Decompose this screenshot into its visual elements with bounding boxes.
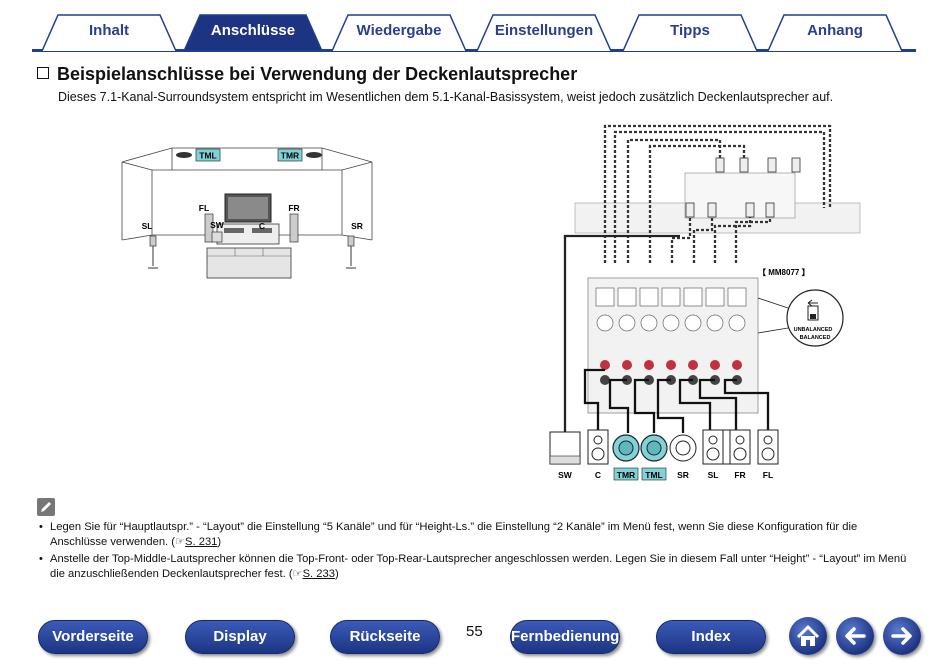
tab-anhang-label: Anhang — [807, 22, 863, 39]
amp-model-label: 【 MM8077 】 — [758, 267, 810, 277]
speaker-label-sl: SL — [708, 470, 719, 480]
room-label-fr: FR — [288, 203, 299, 213]
note-item: Anstelle der Top-Middle-Lautsprecher kön… — [37, 552, 907, 582]
tab-underline — [32, 49, 916, 52]
room-label-tml: TML — [199, 151, 216, 161]
tab-anschluesse-label: Anschlüsse — [210, 22, 296, 39]
fernbedienung-button[interactable]: Fernbedienung — [510, 620, 620, 654]
note-text: Legen Sie für “Hauptlautspr.” - “Layout”… — [50, 521, 858, 548]
note-ref-prefix: (☞ — [288, 568, 303, 580]
note-ref-prefix: (☞ — [171, 536, 186, 548]
tab-tipps[interactable]: Tipps — [615, 13, 765, 51]
tab-einstellungen-label: Einstellungen — [494, 22, 594, 39]
notes-list: Legen Sie für “Hauptlautspr.” - “Layout”… — [37, 520, 907, 584]
tab-inhalt-label: Inhalt — [89, 22, 129, 39]
speaker-label-tmr: TMR — [617, 470, 635, 480]
room-label-sw: SW — [210, 220, 225, 230]
display-button[interactable]: Display — [185, 620, 295, 654]
tab-wiedergabe-label: Wiedergabe — [356, 22, 442, 39]
pencil-note-icon — [37, 498, 55, 516]
section-title: Beispielanschlüsse bei Verwendung der De… — [37, 64, 577, 85]
tab-einstellungen[interactable]: Einstellungen — [469, 13, 619, 51]
tab-inhalt[interactable]: Inhalt — [34, 13, 184, 51]
vorderseite-button[interactable]: Vorderseite — [38, 620, 148, 654]
speaker-label-fl: FL — [763, 470, 773, 480]
tab-bar: Inhalt Anschlüsse Wiedergabe Einstellung… — [0, 0, 950, 56]
back-arrow-button[interactable] — [836, 617, 874, 655]
tab-wiedergabe[interactable]: Wiedergabe — [324, 13, 474, 51]
arrow-right-icon — [891, 627, 912, 645]
page-ref-link[interactable]: S. 231 — [185, 536, 218, 548]
speaker-label-sr: SR — [677, 470, 689, 480]
page-ref-link[interactable]: S. 233 — [302, 568, 335, 580]
home-icon — [796, 625, 820, 646]
checkbox-square-icon — [37, 67, 49, 79]
home-button[interactable] — [789, 617, 827, 655]
room-label-fl: FL — [199, 203, 209, 213]
wiring-diagram: 【 MM8077 】 UNBALANCED BALANCED — [549, 124, 861, 481]
room-layout-diagram: TML TMR FL FR SW C SL SR — [121, 147, 373, 279]
note-ref-suffix: ) — [334, 568, 339, 580]
rueckseite-button[interactable]: Rückseite — [330, 620, 440, 654]
note-item: Legen Sie für “Hauptlautspr.” - “Layout”… — [37, 520, 907, 550]
index-button[interactable]: Index — [656, 620, 766, 654]
section-intro: Dieses 7.1-Kanal-Surroundsystem entspric… — [58, 90, 834, 104]
speaker-label-sw: SW — [558, 470, 573, 480]
room-label-sl: SL — [142, 221, 153, 231]
tab-tipps-label: Tipps — [670, 22, 710, 39]
room-label-sr: SR — [351, 221, 363, 231]
note-ref-suffix: ) — [217, 536, 222, 548]
section-title-text: Beispielanschlüsse bei Verwendung der De… — [57, 64, 578, 84]
speaker-label-c: C — [595, 470, 601, 480]
room-label-c: C — [259, 221, 265, 231]
arrow-left-icon — [845, 627, 866, 645]
tab-anschluesse[interactable]: Anschlüsse — [178, 13, 328, 51]
room-label-tmr: TMR — [281, 151, 299, 161]
switch-unbalanced-label: UNBALANCED — [794, 327, 833, 333]
speaker-label-fr: FR — [734, 470, 745, 480]
forward-arrow-button[interactable] — [883, 617, 921, 655]
note-text: Anstelle der Top-Middle-Lautsprecher kön… — [50, 553, 907, 580]
switch-balanced-label: BALANCED — [800, 335, 831, 341]
tab-anhang[interactable]: Anhang — [760, 13, 910, 51]
page-number: 55 — [466, 623, 483, 640]
speaker-label-tml: TML — [645, 470, 662, 480]
